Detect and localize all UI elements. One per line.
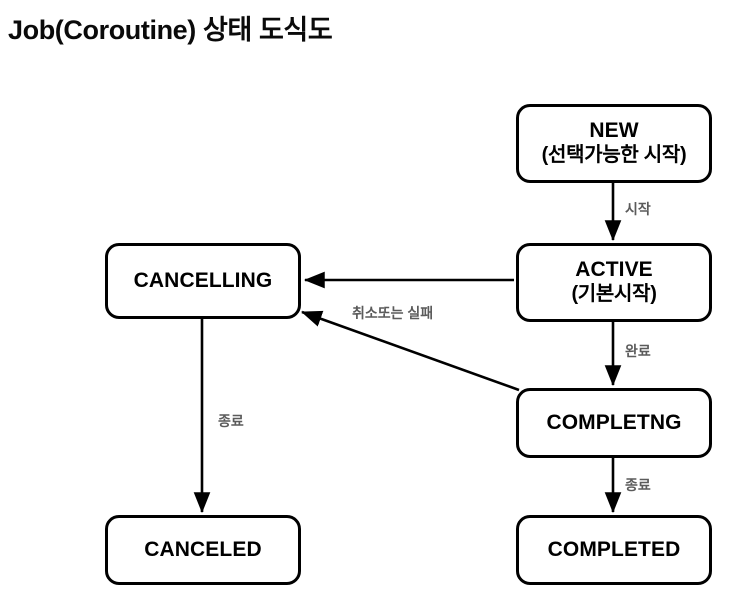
state-node-cancelling[interactable]: CANCELLING xyxy=(105,243,301,319)
state-node-canceled-title: CANCELED xyxy=(144,537,262,561)
state-node-active[interactable]: ACTIVE (기본시작) xyxy=(516,243,712,322)
edge-label-finish-completed: 종료 xyxy=(625,477,651,493)
page-title: Job(Coroutine) 상태 도식도 xyxy=(8,15,333,45)
edge-label-cancel-or-fail: 취소또는 실패 xyxy=(352,305,434,321)
state-node-completed-title: COMPLETED xyxy=(547,537,681,561)
state-node-cancelling-title: CANCELLING xyxy=(133,268,273,292)
state-node-canceled[interactable]: CANCELED xyxy=(105,515,301,585)
state-node-new-title: NEW xyxy=(589,119,639,143)
state-node-active-title: ACTIVE xyxy=(575,258,653,282)
state-node-completing[interactable]: COMPLETNG xyxy=(516,388,712,458)
edge-label-start: 시작 xyxy=(625,201,651,217)
state-node-active-subtitle: (기본시작) xyxy=(571,283,657,306)
edge-label-finish-cancelled: 종료 xyxy=(218,413,244,429)
state-node-new[interactable]: NEW (선택가능한 시작) xyxy=(516,104,712,183)
edge-label-complete: 완료 xyxy=(625,343,651,359)
state-node-completed[interactable]: COMPLETED xyxy=(516,515,712,585)
state-node-completing-title: COMPLETNG xyxy=(546,410,682,434)
state-node-new-subtitle: (선택가능한 시작) xyxy=(541,144,687,167)
edge-completing-to-cancelling xyxy=(301,310,520,392)
